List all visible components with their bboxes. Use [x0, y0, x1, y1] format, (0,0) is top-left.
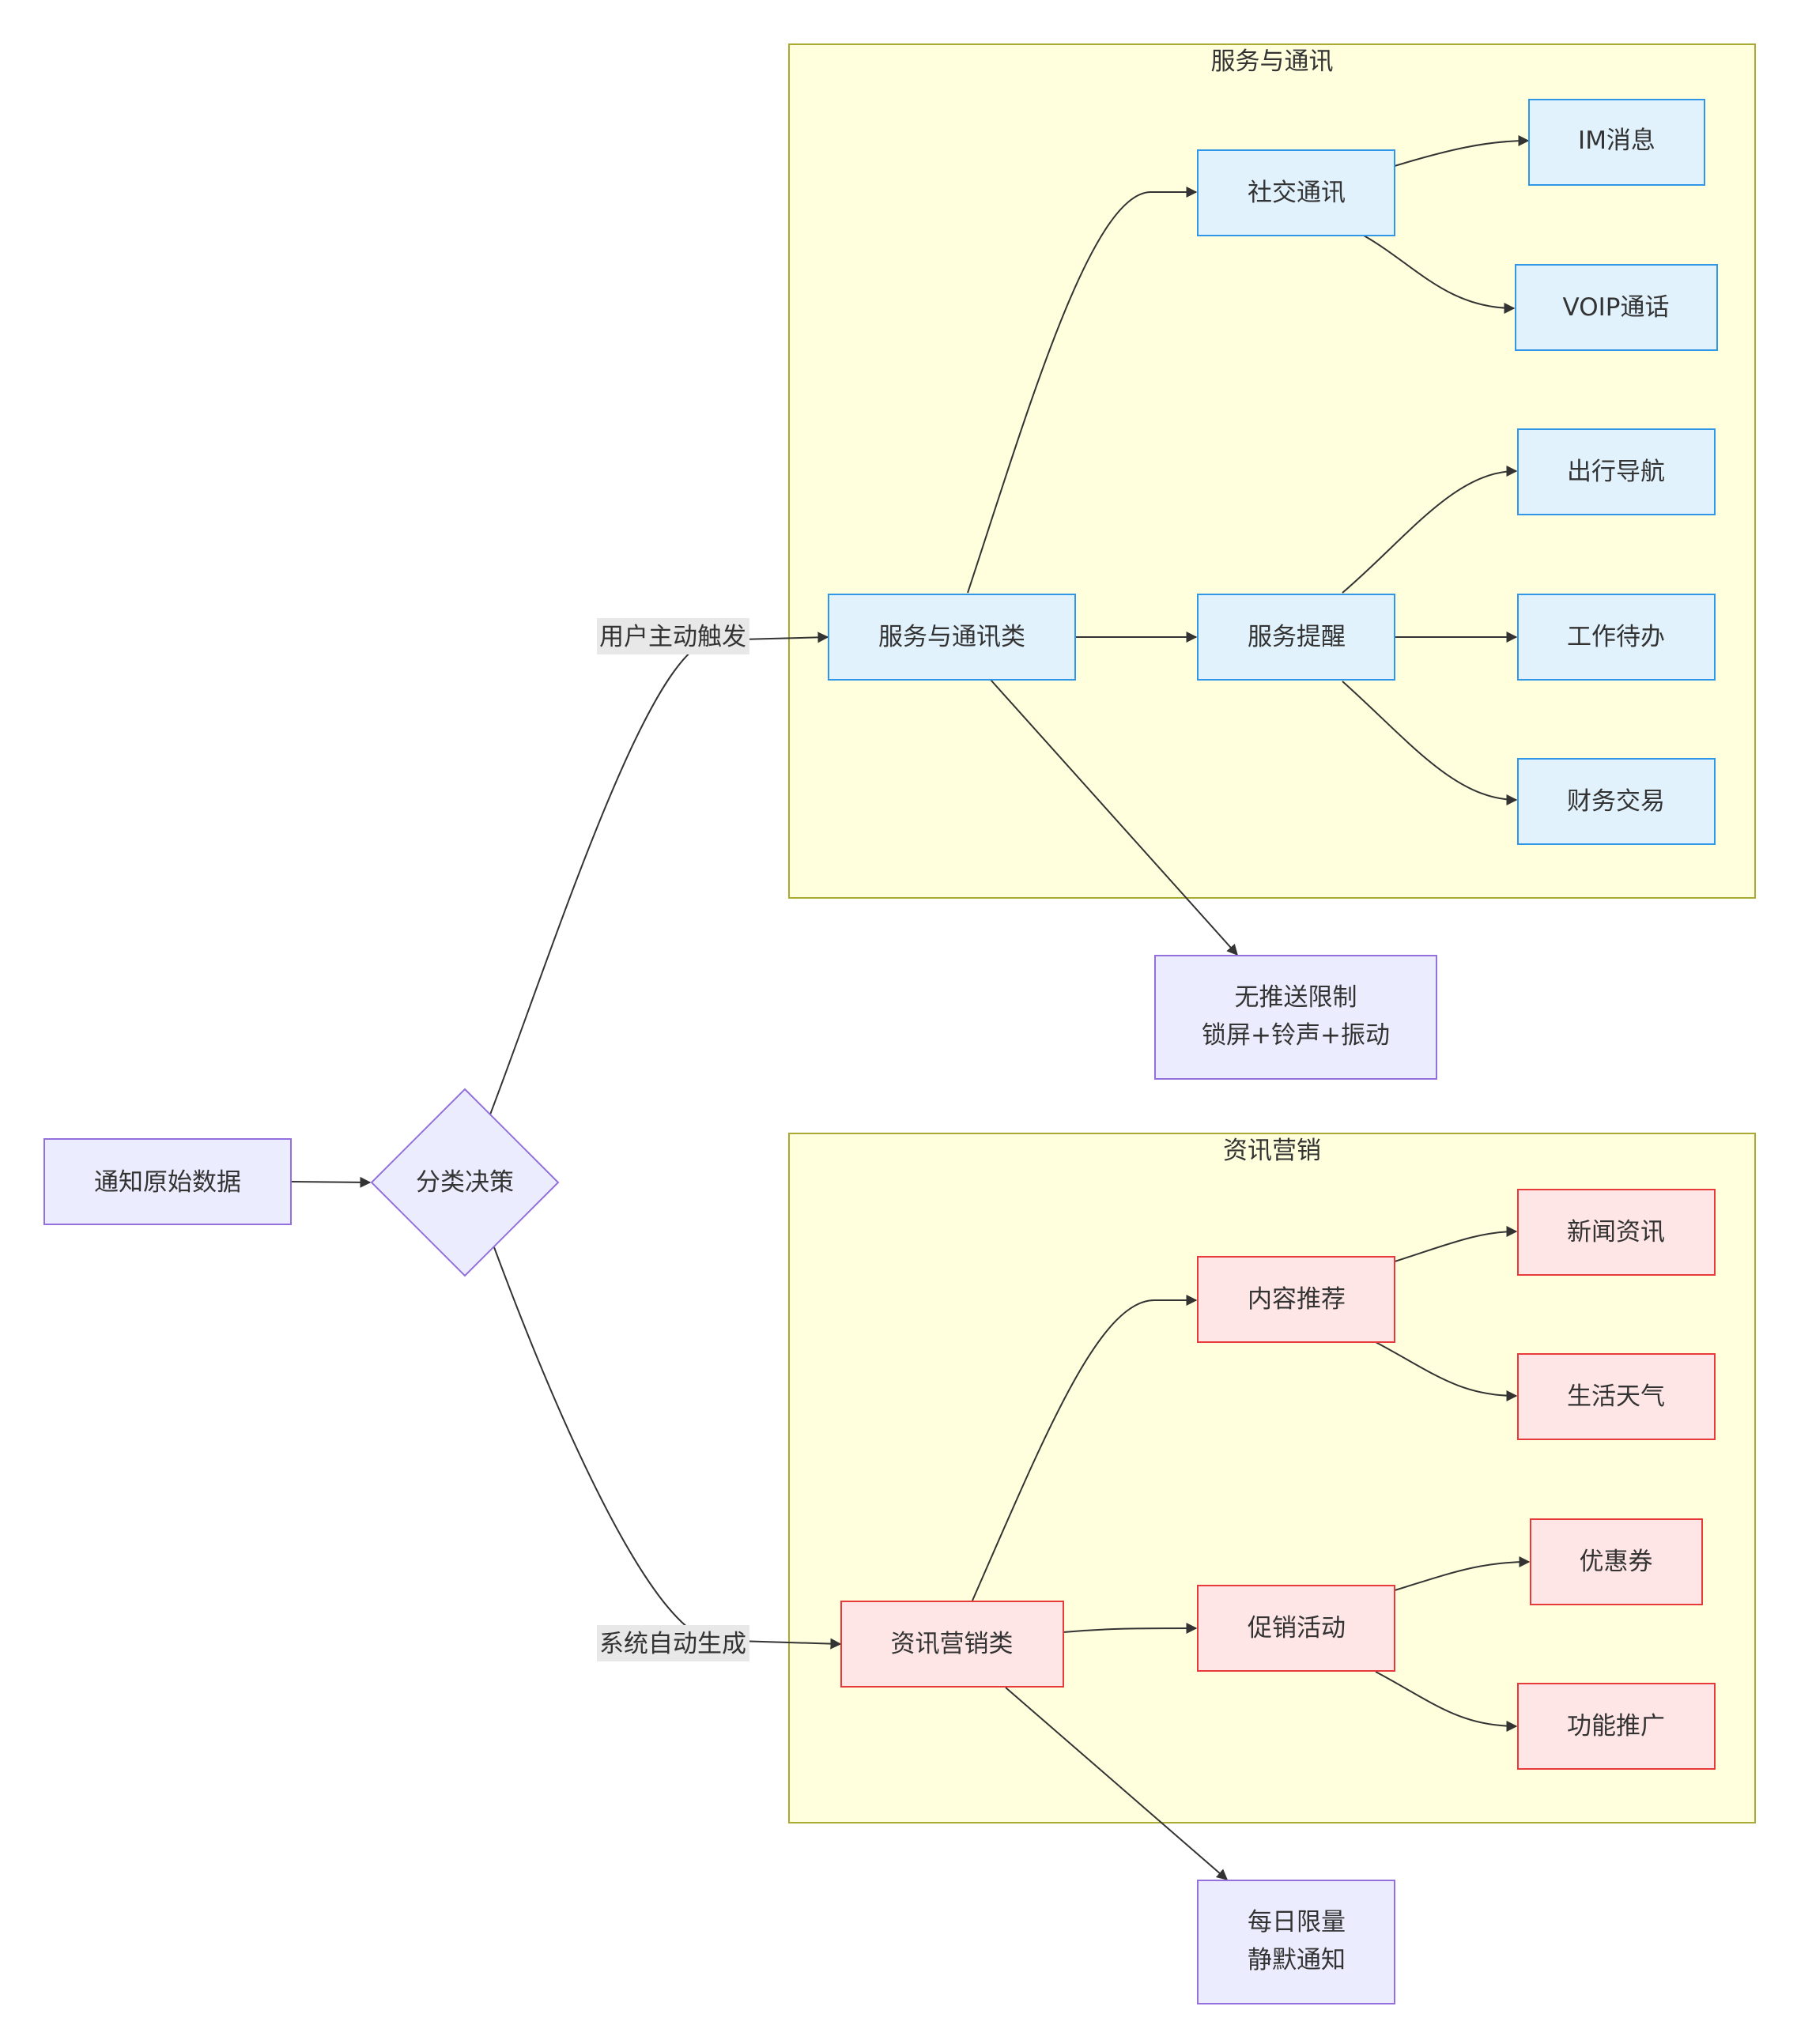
node-im[interactable]: IM消息: [1528, 99, 1705, 186]
svg-text:社交通讯: 社交通讯: [1248, 179, 1346, 207]
svg-text:促销活动: 促销活动: [1248, 1614, 1346, 1642]
svg-text:静默通知: 静默通知: [1248, 1946, 1346, 1974]
edge-label-user-triggered: 用户主动触发: [597, 618, 749, 654]
edge-service-nolimit: [990, 679, 1238, 956]
node-daily-limit[interactable]: 每日限量 静默通知: [1197, 1880, 1395, 2004]
edge-social-voip: [1363, 235, 1516, 314]
node-no-limit[interactable]: 无推送限制 锁屏+铃声+振动: [1154, 955, 1437, 1080]
cluster-marketing-title: 资讯营销: [1223, 1137, 1321, 1165]
node-travel[interactable]: 出行导航: [1517, 428, 1716, 515]
edge-remind-finance: [1342, 681, 1518, 805]
node-marketing-main[interactable]: 资讯营销类: [840, 1601, 1064, 1688]
cluster-service-title: 服务与通讯: [1211, 47, 1334, 76]
node-content-rec[interactable]: 内容推荐: [1197, 1256, 1395, 1343]
svg-text:工作待办: 工作待办: [1567, 623, 1665, 651]
edge-marketing-content: [972, 1295, 1198, 1601]
svg-text:出行导航: 出行导航: [1567, 458, 1665, 486]
node-coupon[interactable]: 优惠券: [1530, 1518, 1703, 1605]
svg-text:无推送限制: 无推送限制: [1235, 983, 1357, 1012]
svg-text:VOIP通话: VOIP通话: [1563, 293, 1670, 322]
svg-text:功能推广: 功能推广: [1567, 1712, 1665, 1740]
node-service-remind[interactable]: 服务提醒: [1197, 594, 1395, 681]
svg-text:服务与通讯类: 服务与通讯类: [878, 623, 1025, 651]
node-weather[interactable]: 生活天气: [1517, 1353, 1716, 1440]
edge-marketing-promo: [1063, 1623, 1198, 1635]
svg-text:服务提醒: 服务提醒: [1248, 623, 1346, 651]
edge-decision-service: [489, 632, 829, 1115]
node-feature-promo[interactable]: 功能推广: [1517, 1683, 1716, 1770]
svg-text:系统自动生成: 系统自动生成: [599, 1630, 746, 1658]
svg-text:分类决策: 分类决策: [416, 1168, 514, 1197]
svg-text:资讯营销类: 资讯营销类: [891, 1630, 1014, 1658]
node-raw-data[interactable]: 通知原始数据: [43, 1138, 292, 1225]
node-work[interactable]: 工作待办: [1517, 594, 1716, 681]
node-decision[interactable]: 分类决策: [370, 1088, 560, 1277]
edge-marketing-daily: [1005, 1687, 1229, 1880]
svg-text:优惠券: 优惠券: [1580, 1548, 1653, 1576]
svg-text:财务交易: 财务交易: [1567, 787, 1665, 816]
node-news[interactable]: 新闻资讯: [1517, 1189, 1716, 1276]
svg-text:用户主动触发: 用户主动触发: [599, 623, 746, 651]
svg-text:新闻资讯: 新闻资讯: [1567, 1218, 1665, 1246]
edge-content-weather: [1375, 1341, 1518, 1401]
svg-text:内容推荐: 内容推荐: [1248, 1285, 1346, 1314]
svg-text:锁屏+铃声+振动: 锁屏+铃声+振动: [1202, 1021, 1390, 1050]
edge-promo-feature: [1375, 1671, 1518, 1732]
edge-content-news: [1394, 1226, 1518, 1262]
edge-social-im: [1394, 135, 1530, 167]
edge-promo-coupon: [1394, 1556, 1531, 1591]
node-social[interactable]: 社交通讯: [1197, 149, 1395, 236]
node-finance[interactable]: 财务交易: [1517, 758, 1716, 845]
svg-text:每日限量: 每日限量: [1248, 1908, 1346, 1937]
edge-remind-travel: [1342, 466, 1518, 594]
node-service-main[interactable]: 服务与通讯类: [828, 594, 1076, 681]
node-voip[interactable]: VOIP通话: [1515, 264, 1718, 351]
svg-text:生活天气: 生活天气: [1567, 1382, 1665, 1411]
edge-label-system-generated: 系统自动生成: [597, 1625, 749, 1661]
svg-text:通知原始数据: 通知原始数据: [94, 1168, 241, 1197]
node-promo[interactable]: 促销活动: [1197, 1585, 1395, 1672]
edge-service-social: [967, 187, 1198, 594]
svg-text:IM消息: IM消息: [1578, 126, 1655, 155]
